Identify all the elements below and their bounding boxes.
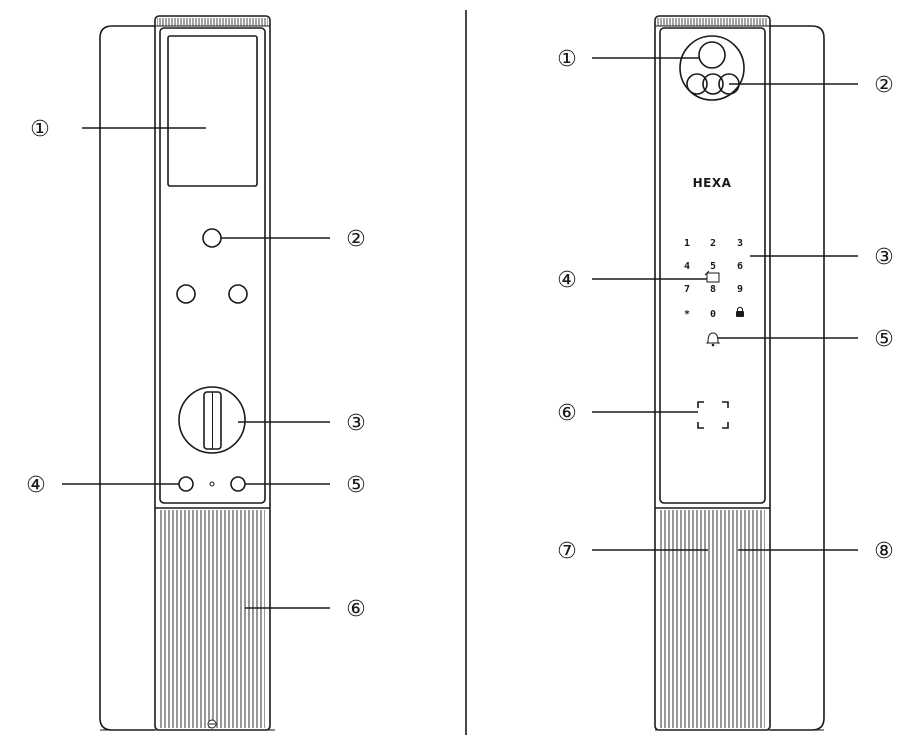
inner-callout-3: ③ bbox=[346, 411, 366, 436]
keypad-lock-icon bbox=[736, 306, 744, 317]
outer-callout-5: ⑤ bbox=[874, 327, 894, 352]
inner-bottom-left-button-icon bbox=[178, 476, 194, 492]
inner-callout-1: ① bbox=[30, 117, 50, 142]
outer-lock-view: HEXA 1 2 3 4 5 6 7 8 9 * 0 bbox=[557, 15, 894, 731]
inner-callout-5: ⑤ bbox=[346, 473, 366, 498]
keypad-key-9: 9 bbox=[737, 284, 743, 295]
keypad-key-1: 1 bbox=[684, 238, 690, 249]
outer-callout-1: ① bbox=[557, 47, 577, 72]
keypad-key-8: 8 bbox=[710, 284, 716, 295]
keypad-key-4: 4 bbox=[684, 261, 690, 272]
outer-front-face bbox=[659, 27, 766, 504]
outer-callout-8: ⑧ bbox=[874, 539, 894, 564]
keypad-key-2: 2 bbox=[710, 238, 716, 249]
outer-camera-ring bbox=[679, 35, 745, 101]
inner-back-plate bbox=[99, 25, 155, 731]
inner-housing bbox=[154, 15, 271, 731]
inner-front-face bbox=[159, 27, 266, 504]
inner-bottom-right-button-icon bbox=[230, 476, 246, 492]
inner-callout-6: ⑥ bbox=[346, 597, 366, 622]
keypad-key-star: * bbox=[684, 309, 690, 320]
outer-sensor-middle-icon bbox=[702, 73, 724, 95]
outer-battery-cover-ribs bbox=[660, 510, 765, 728]
outer-callout-6: ⑥ bbox=[557, 401, 577, 426]
outer-camera-lens-icon bbox=[698, 41, 726, 69]
inner-top-ribs bbox=[157, 18, 268, 26]
keypad-key-6: 6 bbox=[737, 261, 743, 272]
nfc-card-reader-icon bbox=[697, 401, 729, 429]
keypad-key-7: 7 bbox=[684, 284, 690, 295]
keypad-key-3: 3 bbox=[737, 238, 743, 249]
inner-display-screen bbox=[167, 35, 258, 187]
outer-sensor-left-icon bbox=[686, 73, 708, 95]
inner-callout-4: ④ bbox=[26, 473, 46, 498]
inner-thumb-turn-knob bbox=[178, 386, 246, 454]
outer-housing bbox=[654, 15, 771, 731]
keypad-key-0: 0 bbox=[710, 309, 716, 320]
outer-top-ribs bbox=[657, 18, 768, 26]
doorbell-icon bbox=[705, 332, 721, 347]
inner-callout-2: ② bbox=[346, 227, 366, 252]
keypad-key-5: 5 bbox=[710, 261, 716, 272]
inner-battery-cover-ribs bbox=[160, 510, 265, 728]
keypad-unlock-sensor-icon bbox=[704, 270, 720, 283]
inner-right-button-icon bbox=[228, 284, 248, 304]
outer-callout-7: ⑦ bbox=[557, 539, 577, 564]
inner-lock-view: ① ② ③ ④ ⑤ ⑥ bbox=[26, 15, 366, 731]
inner-left-button-icon bbox=[176, 284, 196, 304]
inner-top-button-icon bbox=[202, 228, 222, 248]
outer-callout-2: ② bbox=[874, 73, 894, 98]
outer-back-plate bbox=[770, 25, 825, 731]
inner-indicator-dot-icon bbox=[209, 481, 215, 487]
outer-callout-4: ④ bbox=[557, 268, 577, 293]
outer-callout-3: ③ bbox=[874, 245, 894, 270]
outer-brand-logo: HEXA bbox=[693, 176, 732, 190]
